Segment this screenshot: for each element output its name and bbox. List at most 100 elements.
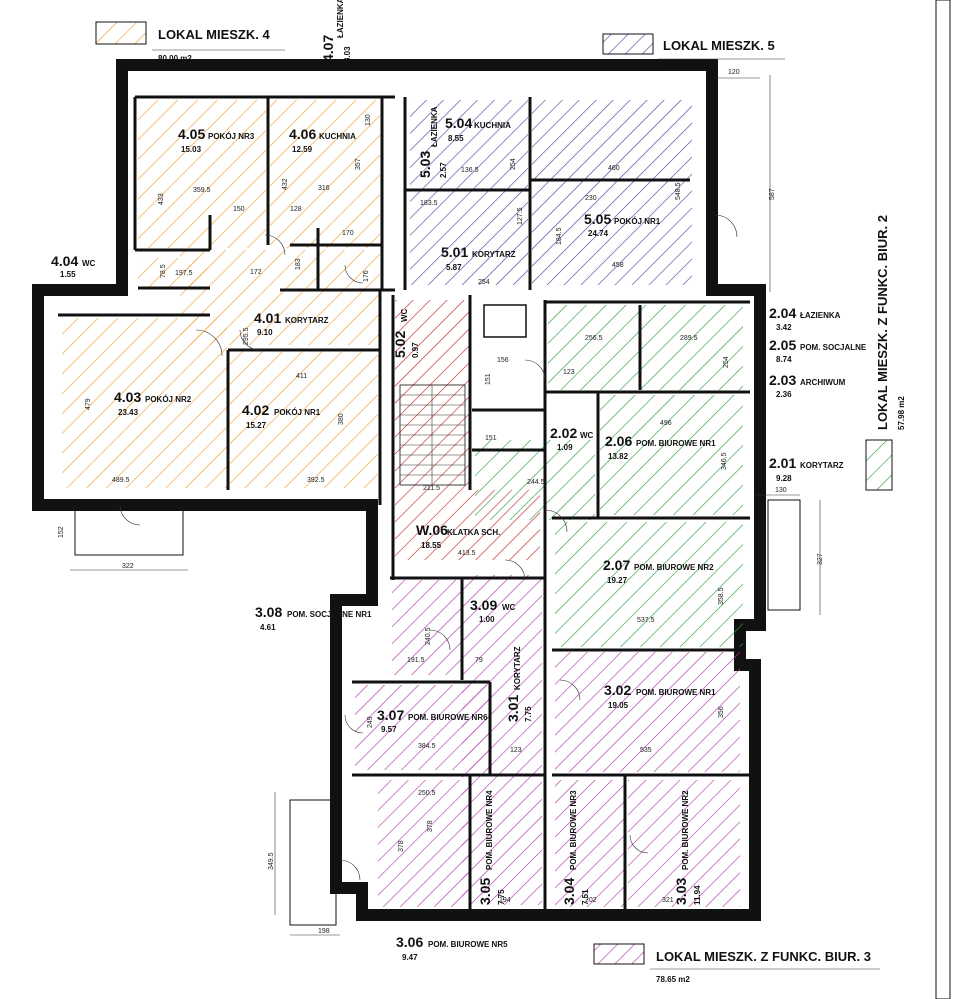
dim-label: 150 — [233, 206, 245, 213]
room-4-06-fill — [270, 100, 380, 248]
dim-label: 230 — [585, 195, 597, 202]
dim-label: 128 — [290, 206, 302, 213]
room-2-04: 2.04 ŁAZIENKA 3.42 — [769, 305, 841, 332]
svg-text:POM. BIUROWE NR5: POM. BIUROWE NR5 — [428, 940, 508, 949]
dim-label: 151 — [485, 373, 492, 385]
svg-text:9.28: 9.28 — [776, 474, 792, 483]
dim-label: 358.5 — [718, 587, 725, 605]
svg-text:POM. BIUROWE NR2: POM. BIUROWE NR2 — [681, 790, 690, 870]
room-5-05: 5.05 POKÓJ NR1 24.74 — [584, 211, 661, 238]
zone-lokal-5 — [410, 100, 692, 285]
svg-text:POM. BIUROWE NR1: POM. BIUROWE NR1 — [636, 688, 716, 697]
svg-text:2.07: 2.07 — [603, 557, 630, 573]
staircase — [399, 304, 527, 486]
svg-text:19.05: 19.05 — [608, 701, 629, 710]
svg-text:5.87: 5.87 — [446, 263, 462, 272]
room-3-07-fill — [355, 685, 490, 770]
room-2-07: 2.07 POM. BIUROWE NR2 19.27 — [603, 557, 714, 585]
room-2-02: 2.02 WC 1.09 — [550, 425, 594, 452]
legend-lokal-3: LOKAL MIESZK. Z FUNKC. BIUR. 3 78.65 m2 — [593, 943, 880, 984]
dim-label: 316 — [318, 185, 330, 192]
dim-label: 151 — [485, 435, 497, 442]
room-2-06: 2.06 POM. BIUROWE NR1 13.82 — [605, 433, 716, 461]
dim-label: 378 — [427, 820, 434, 832]
room-4-03-fill — [62, 318, 227, 488]
svg-text:8.55: 8.55 — [448, 134, 464, 143]
dim-label: 357 — [355, 158, 362, 170]
dim-label: 123 — [510, 747, 522, 754]
dim-label: 496 — [660, 420, 672, 427]
svg-text:ARCHIWUM: ARCHIWUM — [800, 378, 846, 387]
zone-lokal-2 — [475, 305, 743, 647]
svg-text:7.75: 7.75 — [524, 706, 533, 722]
svg-text:5.04: 5.04 — [445, 115, 472, 131]
svg-text:POKÓJ NR2: POKÓJ NR2 — [145, 395, 192, 404]
room-2-05-fill — [548, 305, 743, 390]
svg-text:KLATKA SCH.: KLATKA SCH. — [447, 528, 500, 537]
dim-label: 295.5 — [243, 327, 250, 345]
svg-text:ŁAZIENKA: ŁAZIENKA — [800, 311, 841, 320]
dim-label: 432 — [282, 178, 289, 190]
dim-label: 433 — [158, 193, 165, 205]
dim-label: 254 — [510, 158, 517, 170]
legend-5-area: 42.70 m2 — [663, 63, 697, 72]
svg-text:4.01: 4.01 — [254, 310, 281, 326]
dim-label: 378 — [398, 840, 405, 852]
room-2-07-fill — [555, 522, 743, 647]
room-3-08: 3.08 POM. SOCJALNE NR1 4.61 — [255, 604, 372, 632]
dim-label: 413.5 — [458, 550, 476, 557]
svg-text:3.01: 3.01 — [505, 695, 521, 722]
room-3-07: 3.07 POM. BIUROWE NR6 9.57 — [377, 707, 488, 734]
dim-label: 183.5 — [420, 200, 438, 207]
legend-3-swatch — [593, 943, 645, 965]
room-4-05-fill — [138, 100, 266, 248]
balconies — [70, 75, 821, 936]
svg-text:2.06: 2.06 — [605, 433, 632, 449]
svg-text:POM. BIUROWE NR2: POM. BIUROWE NR2 — [634, 563, 714, 572]
dim-label: 249 — [367, 716, 374, 728]
room-w-06: W.06 KLATKA SCH. 18.55 — [416, 522, 500, 550]
room-3-06-fill — [378, 780, 468, 907]
room-5-03: 5.03 ŁAZIENKA 2.57 — [417, 106, 448, 178]
dim-label: 535 — [640, 747, 652, 754]
dim-label: 120 — [728, 69, 740, 76]
svg-text:9.10: 9.10 — [257, 328, 273, 337]
dim-label: 254 — [478, 279, 490, 286]
room-4-01-fill — [180, 250, 380, 345]
room-3-03: 3.03 POM. BIUROWE NR2 11.94 — [673, 790, 702, 905]
dim-label: 130 — [365, 114, 372, 126]
dim-label: 392.5 — [307, 477, 325, 484]
svg-text:POKÓJ NR1: POKÓJ NR1 — [614, 217, 661, 226]
svg-text:8.74: 8.74 — [776, 355, 792, 364]
dim-label: 587 — [769, 188, 776, 200]
svg-text:3.42: 3.42 — [776, 323, 792, 332]
page-edge-frame — [935, 0, 951, 999]
svg-text:WC: WC — [502, 603, 516, 612]
dim-label: 380 — [338, 413, 345, 425]
dim-label: 327 — [817, 553, 824, 565]
svg-text:2.04: 2.04 — [769, 305, 796, 321]
room-3-02: 3.02 POM. BIUROWE NR1 19.05 — [604, 682, 716, 710]
dim-label: 197.5 — [175, 270, 193, 277]
dim-label: 349.5 — [268, 852, 275, 870]
svg-text:KORYTARZ: KORYTARZ — [800, 461, 844, 470]
legend-4-title: LOKAL MIESZK. 4 — [158, 27, 270, 42]
room-4-07: 4.07 ŁAZIENKA 3.03 — [320, 0, 352, 62]
room-2-03: 2.03 ARCHIWUM 2.36 — [769, 372, 846, 399]
dim-label: 194 — [499, 897, 511, 904]
dim-label: 479 — [85, 398, 92, 410]
svg-text:13.82: 13.82 — [608, 452, 629, 461]
room-5-04: 5.04 KUCHNIA 8.55 — [445, 115, 511, 143]
room-4-04: 4.04 WC 1.55 — [51, 253, 96, 279]
room-5-05-fill — [532, 100, 692, 285]
dim-label: 184.5 — [556, 227, 563, 245]
legend-3-area: 78.65 m2 — [656, 975, 690, 984]
svg-text:9.57: 9.57 — [381, 725, 397, 734]
dim-label: 211.5 — [423, 485, 440, 492]
dim-label: 256.5 — [585, 335, 603, 342]
svg-text:KORYTARZ: KORYTARZ — [285, 316, 329, 325]
dim-label: 191.5 — [407, 657, 425, 664]
zone-stair-hall — [395, 300, 540, 560]
dim-label: 254 — [723, 356, 730, 368]
